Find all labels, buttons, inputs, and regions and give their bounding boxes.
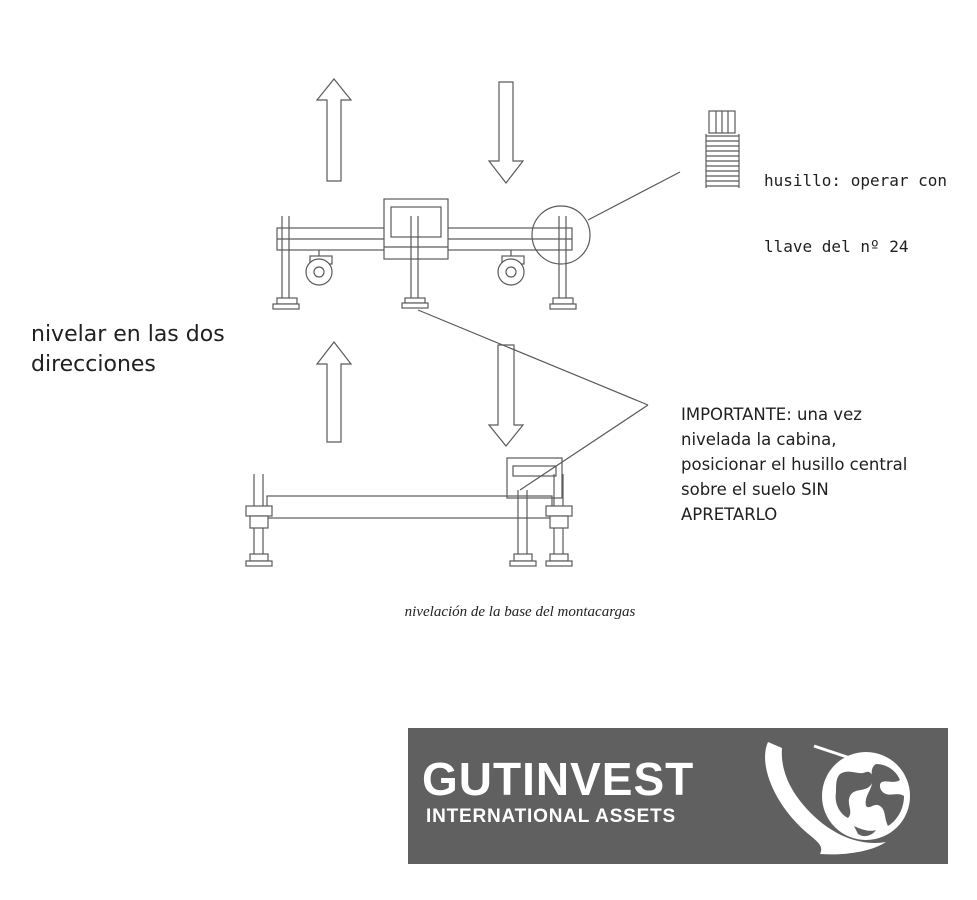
level-label-line-1: nivelar en las dos <box>31 322 225 347</box>
arrow-down-top <box>487 81 525 184</box>
spindle-note: husillo: operar con llave del nº 24 <box>764 126 974 280</box>
gutinvest-logo: GUTINVEST INTERNATIONAL ASSETS <box>408 728 948 864</box>
globe-icon <box>765 742 910 855</box>
level-both-directions-label: nivelar en las dos direcciones <box>31 320 331 380</box>
arrow-up-bottom <box>315 341 353 443</box>
logo-brand: GUTINVEST <box>422 753 695 805</box>
important-note-line-1: IMPORTANTE: una vez <box>681 405 862 424</box>
base-frame-top-view <box>272 198 591 310</box>
arrow-up-top <box>315 78 353 182</box>
base-frame-side-view <box>245 457 573 567</box>
important-note: IMPORTANTE: una vez nivelada la cabina, … <box>681 402 971 527</box>
important-note-line-3: posicionar el husillo central <box>681 455 908 474</box>
level-label-line-2: direcciones <box>31 352 156 377</box>
arrow-down-bottom <box>487 344 525 447</box>
spindle-note-line-1: husillo: operar con <box>764 171 948 190</box>
spindle-note-line-2: llave del nº 24 <box>764 237 909 256</box>
leader-line-important-a <box>417 309 649 406</box>
logo-tagline: INTERNATIONAL ASSETS <box>426 806 676 827</box>
leader-line-spindle <box>587 171 681 221</box>
diagram-caption: nivelación de la base del montacargas <box>404 604 636 620</box>
important-note-line-2: nivelada la cabina, <box>681 430 837 449</box>
important-note-line-4: sobre el suelo SIN <box>681 480 829 499</box>
leader-line-important-b <box>519 404 649 491</box>
spindle-icon <box>705 110 740 188</box>
important-note-line-5: APRETARLO <box>681 505 778 524</box>
